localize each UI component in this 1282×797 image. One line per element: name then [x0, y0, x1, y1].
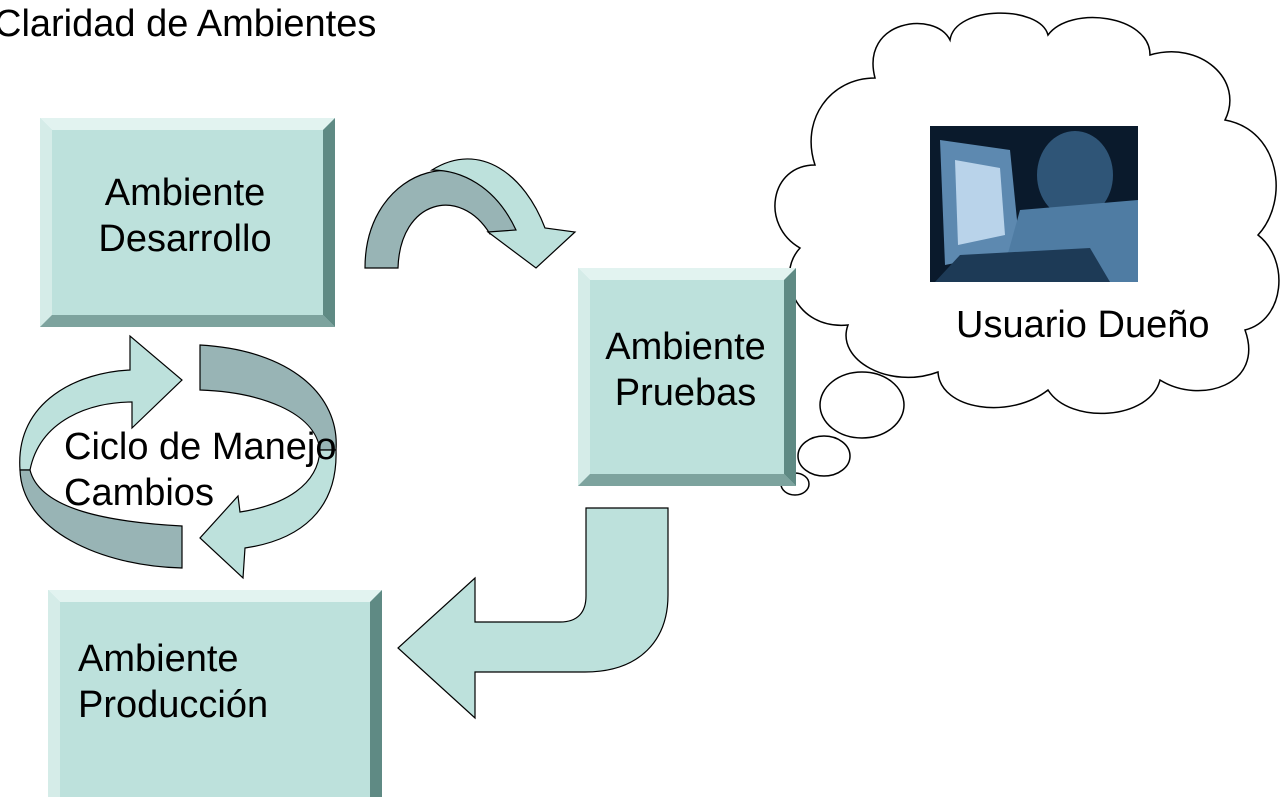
cycle-label: Ciclo de Manejo Cambios	[64, 424, 336, 516]
box-produccion	[48, 590, 382, 797]
box-pruebas-line1: Ambiente	[605, 326, 766, 368]
box-pruebas-label: Ambiente Pruebas	[578, 324, 793, 416]
cycle-arrows	[19, 334, 337, 580]
thought-bubble-medium	[797, 435, 851, 477]
cycle-line1: Ciclo de Manejo	[64, 426, 337, 468]
arrow-dev-to-test	[364, 158, 577, 269]
box-desarrollo-line2: Desarrollo	[98, 218, 272, 260]
user-photo-shapes	[930, 126, 1138, 282]
arrow-test-to-prod	[397, 507, 669, 720]
box-desarrollo-line1: Ambiente	[104, 172, 266, 214]
box-produccion-line1: Ambiente	[78, 638, 239, 680]
thought-bubble-large	[819, 371, 905, 439]
box-desarrollo-label: Ambiente Desarrollo	[60, 170, 310, 262]
box-produccion-line2: Producción	[78, 684, 269, 726]
box-desarrollo	[40, 118, 335, 327]
box-pruebas-line2: Pruebas	[614, 372, 757, 414]
box-produccion-label: Ambiente Producción	[78, 636, 268, 728]
cycle-line2: Cambios	[64, 472, 214, 514]
user-label: Usuario Dueño	[956, 304, 1210, 346]
box-pruebas	[578, 268, 796, 486]
page-title: Claridad de Ambientes	[0, 3, 377, 45]
